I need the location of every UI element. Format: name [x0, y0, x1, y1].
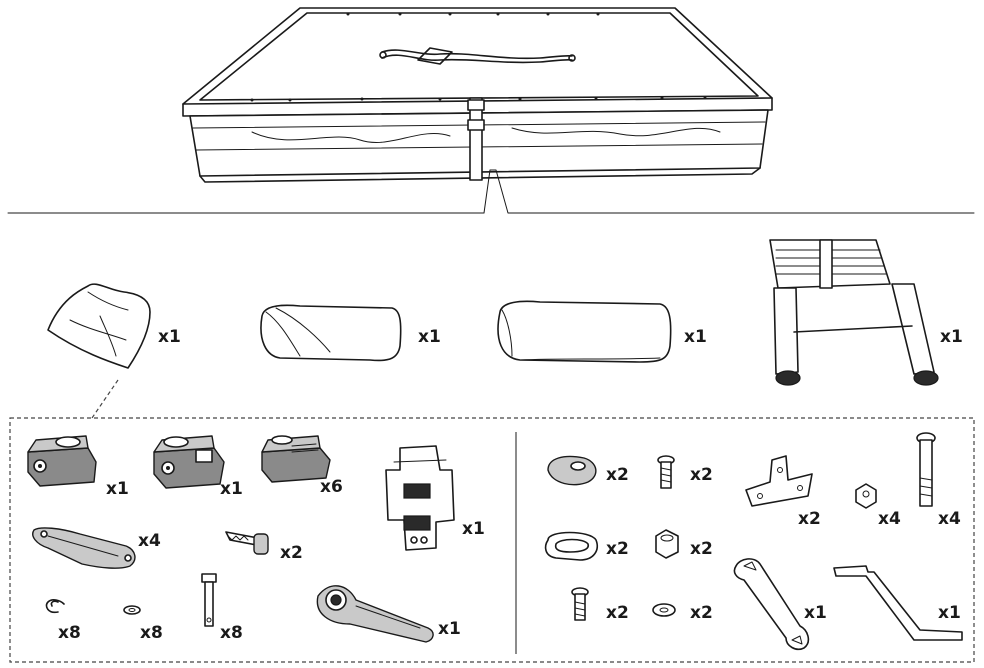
mount-bracket-c-qty: x6: [320, 477, 343, 497]
lock-nut-qty: x2: [690, 539, 713, 559]
rolled-item-a-illustration: [260, 304, 402, 362]
long-bolt-qty: x4: [938, 509, 961, 529]
ladder-qty: x1: [940, 327, 963, 347]
ratchet-handle-illustration: [316, 585, 434, 643]
d-ring-illustration: [544, 531, 598, 561]
flat-washer-illustration: [652, 603, 676, 617]
template-card-illustration: [385, 445, 455, 551]
spring-washer-illustration: [123, 605, 141, 615]
hook-piece-qty: x2: [606, 465, 629, 485]
spring-washer-qty: x8: [140, 623, 163, 643]
rolled-item-a-qty: x1: [418, 327, 441, 347]
square-nut-illustration: [855, 483, 877, 509]
button-screw-qty: x2: [690, 465, 713, 485]
flat-screw-qty: x2: [606, 603, 629, 623]
parts-box: [9, 417, 975, 663]
mount-bracket-b-illustration: [153, 435, 225, 489]
e-clip-illustration: [45, 599, 65, 614]
pin-bolt-illustration: [201, 573, 217, 627]
storage-bag-qty: x1: [158, 327, 181, 347]
open-wrench-illustration: [733, 558, 810, 651]
template-card-qty: x1: [462, 519, 485, 539]
ladder-illustration: [769, 239, 939, 386]
flat-washer-qty: x2: [690, 603, 713, 623]
key-qty: x2: [280, 543, 303, 563]
square-nut-qty: x4: [878, 509, 901, 529]
mount-bracket-a-qty: x1: [106, 479, 129, 499]
open-wrench-qty: x1: [804, 603, 827, 623]
flat-screw-illustration: [571, 587, 589, 621]
strap-buckle-qty: x4: [138, 531, 161, 551]
button-screw-illustration: [657, 455, 675, 489]
rolled-item-b-illustration: [497, 300, 672, 363]
key-illustration: [225, 531, 269, 555]
roof-tent-illustration: [7, 7, 975, 214]
storage-bag-illustration: [47, 283, 151, 369]
strap-buckle-illustration: [32, 527, 136, 569]
mount-bracket-c-illustration: [261, 435, 331, 483]
ratchet-handle-qty: x1: [438, 619, 461, 639]
mount-bracket-a-illustration: [27, 435, 97, 487]
hook-piece-illustration: [547, 455, 597, 486]
angle-bracket-illustration: [745, 455, 813, 507]
d-ring-qty: x2: [606, 539, 629, 559]
mount-bracket-b-qty: x1: [220, 479, 243, 499]
hex-key-qty: x1: [938, 603, 961, 623]
rolled-item-b-qty: x1: [684, 327, 707, 347]
long-bolt-illustration: [916, 432, 936, 507]
callout-line: [91, 379, 119, 419]
pin-bolt-qty: x8: [220, 623, 243, 643]
e-clip-qty: x8: [58, 623, 81, 643]
hex-key-illustration: [833, 565, 963, 641]
lock-nut-illustration: [655, 529, 679, 559]
angle-bracket-qty: x2: [798, 509, 821, 529]
